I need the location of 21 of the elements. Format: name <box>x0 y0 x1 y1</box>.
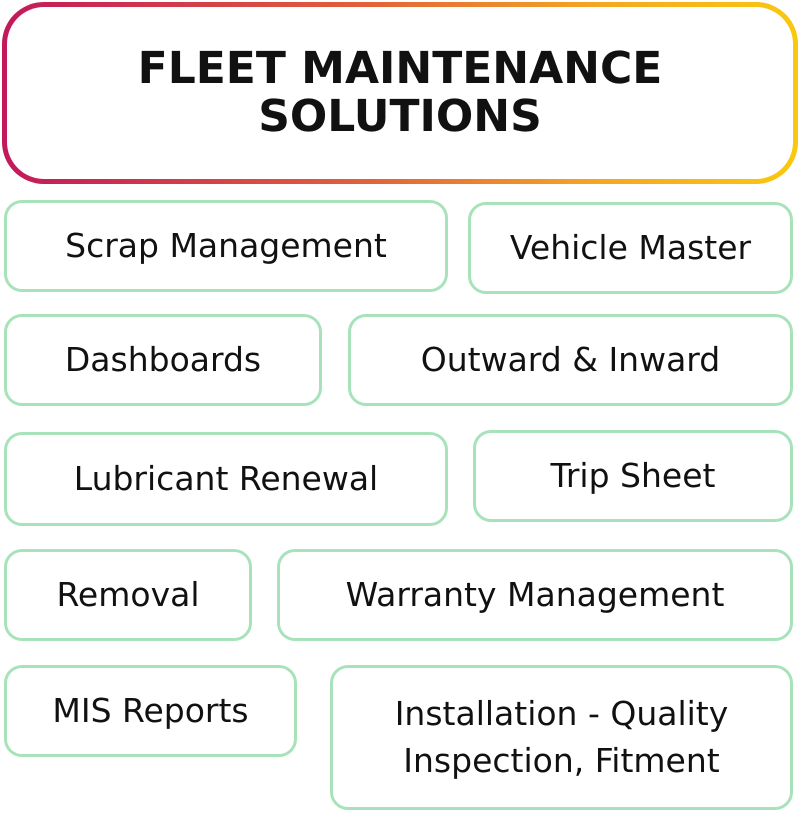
feature-label: Dashboards <box>64 338 262 381</box>
feature-box <box>4 665 297 757</box>
feature-box <box>4 549 252 641</box>
feature-label: Warranty Management <box>344 574 726 616</box>
title-text: FLEET MAINTENANCE SOLUTIONS <box>136 44 664 142</box>
feature-label: Trip Sheet <box>549 454 716 497</box>
feature-box <box>468 202 793 294</box>
feature-box <box>4 432 448 526</box>
feature-box <box>4 200 448 292</box>
feature-label: Installation - Quality Inspection, Fitment <box>394 693 730 782</box>
feature-label: Lubricant Renewal <box>72 458 380 500</box>
feature-box <box>330 665 793 810</box>
feature-box <box>473 430 793 522</box>
feature-box <box>4 314 322 406</box>
feature-label: Removal <box>55 574 200 616</box>
feature-box <box>277 549 793 641</box>
feature-box <box>348 314 793 406</box>
feature-label: Scrap Management <box>64 224 388 267</box>
feature-label: Outward & Inward <box>420 338 722 381</box>
feature-label: MIS Reports <box>51 690 250 732</box>
feature-label: Vehicle Master <box>508 226 752 269</box>
